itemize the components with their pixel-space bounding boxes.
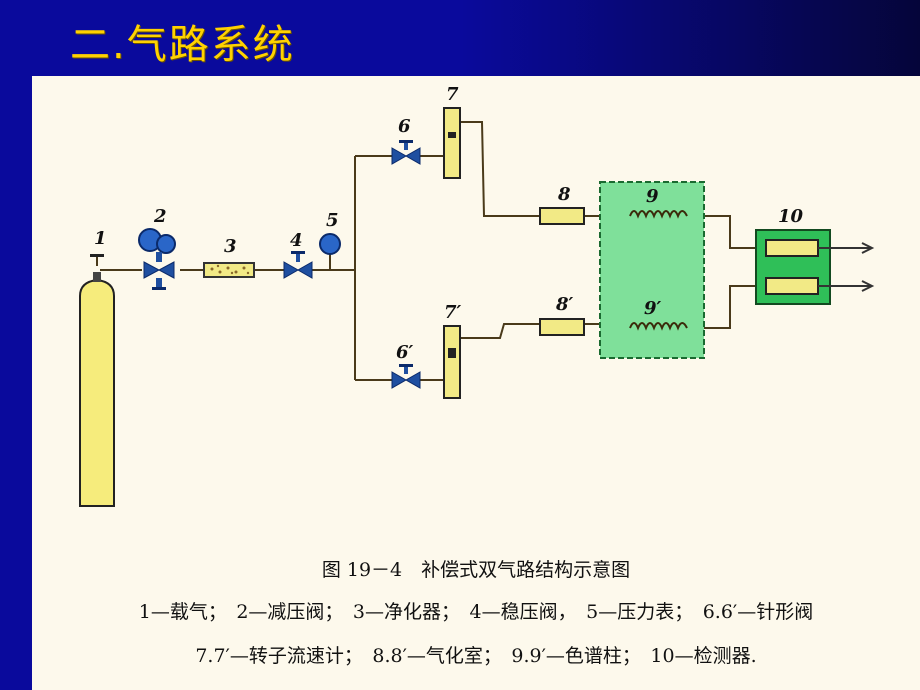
label-6: 6 (398, 116, 411, 137)
label-6p: 6′ (396, 342, 414, 363)
label-5: 5 (326, 210, 339, 231)
label-9p: 9′ (644, 298, 662, 319)
label-2: 2 (153, 206, 167, 227)
slide-title: 二.气路系统 (70, 22, 295, 68)
label-7: 7 (446, 84, 459, 105)
legend-line-2: 7.7′—转子流速计； 8.8′—气化室； 9.9′—色谱柱； 10—检测器. (195, 645, 757, 667)
figure-caption: 图 19－4 补偿式双气路结构示意图 1—载气； 2—减压阀； 3—净化器； 4… (32, 537, 920, 690)
slide-left-bar (0, 0, 32, 690)
label-7p: 7′ (444, 302, 462, 323)
label-10: 10 (778, 206, 804, 227)
pressure-reducing-valve (138, 228, 176, 290)
label-1: 1 (94, 228, 107, 249)
pipe-flowmeter-7p-to-vaporizer-8p (460, 323, 540, 339)
detector (755, 229, 875, 305)
pressure-stabilizing-valve (283, 251, 313, 279)
needle-valve-6 (391, 140, 421, 165)
rotameter-7 (443, 107, 461, 179)
label-8: 8 (557, 184, 571, 205)
purifier (203, 262, 255, 278)
pipe-column-9-to-detector (687, 215, 758, 249)
chromatographic-column-9p (629, 322, 688, 331)
carrier-gas-cylinder (79, 254, 115, 507)
pressure-gauge (319, 233, 341, 255)
label-8p: 8′ (555, 294, 574, 315)
vaporizer-8 (539, 207, 585, 225)
gas-path-diagram: 1 2 3 4 5 6 6′ 7 7′ 8 8′ 9 9′ 10 (79, 84, 875, 507)
figure-title: 图 19－4 补偿式双气路结构示意图 (321, 559, 631, 581)
label-3: 3 (224, 236, 237, 257)
column-oven (599, 181, 705, 359)
legend-line-1: 1—载气； 2—减压阀； 3—净化器； 4—稳压阀， 5—压力表； 6.6′—针… (138, 601, 814, 623)
slide-header (0, 0, 920, 76)
label-4: 4 (290, 230, 303, 251)
vaporizer-8p (539, 318, 585, 336)
needle-valve-6p (391, 364, 421, 389)
pipes (96, 121, 758, 381)
pipe-flowmeter-7-to-vaporizer-8 (460, 121, 540, 217)
rotameter-7p (443, 325, 461, 399)
label-9: 9 (646, 186, 659, 207)
chromatographic-column-9 (629, 210, 688, 219)
pipe-column-9p-to-detector (687, 285, 758, 329)
